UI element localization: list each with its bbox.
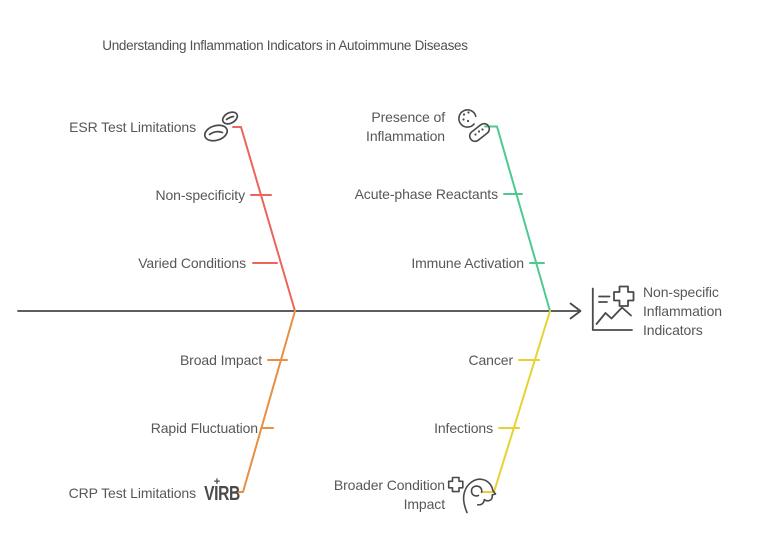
sub-item-rapid-fluctuation: Rapid Fluctuation xyxy=(150,420,258,436)
branch-line-esr xyxy=(232,126,296,312)
sub-item-immune-activation: Immune Activation xyxy=(411,255,524,271)
branch-line-inflammation xyxy=(484,125,551,312)
blood-cells-icon xyxy=(203,111,239,142)
arrow-right-icon xyxy=(569,302,582,320)
branch-line-crp xyxy=(233,310,296,493)
sub-item-acute-phase-reactants: Acute-phase Reactants xyxy=(354,186,499,202)
sub-item-infections: Infections xyxy=(434,420,493,436)
branch-label-inflammation: Presence of Inflammation xyxy=(366,109,445,144)
germs-icon xyxy=(458,109,491,143)
sub-item-cancer: Cancer xyxy=(468,352,513,368)
virb-glyph-icon: VIRB + xyxy=(204,476,241,504)
sub-item-broad-impact: Broad Impact xyxy=(179,352,262,368)
patient-head-icon xyxy=(447,476,497,514)
virb-text: VIRB xyxy=(204,482,240,504)
effect-label: Non-specific Inflammation Indicators xyxy=(643,284,722,338)
diagram-title: Understanding Inflammation Indicators in… xyxy=(102,38,468,53)
branch-label-broader: Broader Condition Impact xyxy=(333,477,445,512)
branch-label-esr: ESR Test Limitations xyxy=(69,119,196,135)
medical-chart-icon xyxy=(591,285,635,331)
branch-line-broader xyxy=(482,310,551,493)
sub-item-varied-conditions: Varied Conditions xyxy=(138,255,246,271)
germ-dots xyxy=(462,111,484,136)
sub-item-non-specificity: Non-specificity xyxy=(155,187,245,203)
virb-plus: + xyxy=(214,476,220,488)
icon-layer: VIRB + xyxy=(203,109,635,514)
spine-line xyxy=(17,302,582,320)
branch-label-crp: CRP Test Limitations xyxy=(68,485,197,501)
